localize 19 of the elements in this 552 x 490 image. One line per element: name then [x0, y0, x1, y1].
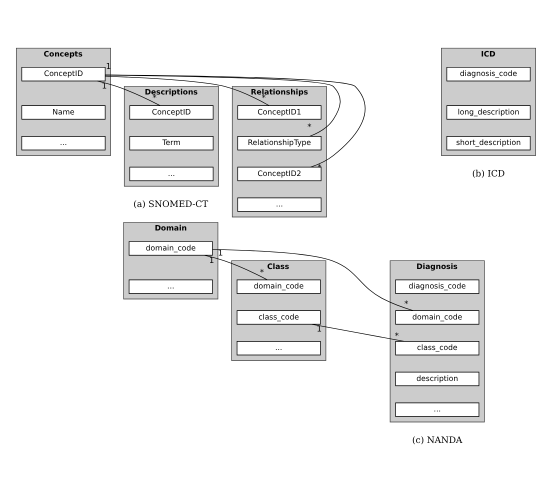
- connector: [105, 74, 341, 137]
- label: (c) NANDA: [412, 436, 462, 446]
- label: *: [260, 266, 264, 277]
- label: *: [307, 122, 312, 132]
- connector: [105, 74, 366, 168]
- label: 1: [316, 324, 322, 334]
- connector: [204, 254, 268, 280]
- connector: [105, 76, 270, 106]
- label: 1: [218, 248, 224, 258]
- label: 1: [208, 254, 214, 265]
- label: *: [394, 330, 399, 340]
- label: *: [404, 298, 408, 309]
- label: 1: [102, 80, 107, 91]
- label: 1: [106, 60, 112, 71]
- connector: [97, 80, 160, 106]
- label: (a) SNOMED-CT: [133, 200, 208, 210]
- label: (b) ICD: [472, 169, 505, 180]
- connector: [212, 249, 414, 311]
- connector: [312, 324, 404, 342]
